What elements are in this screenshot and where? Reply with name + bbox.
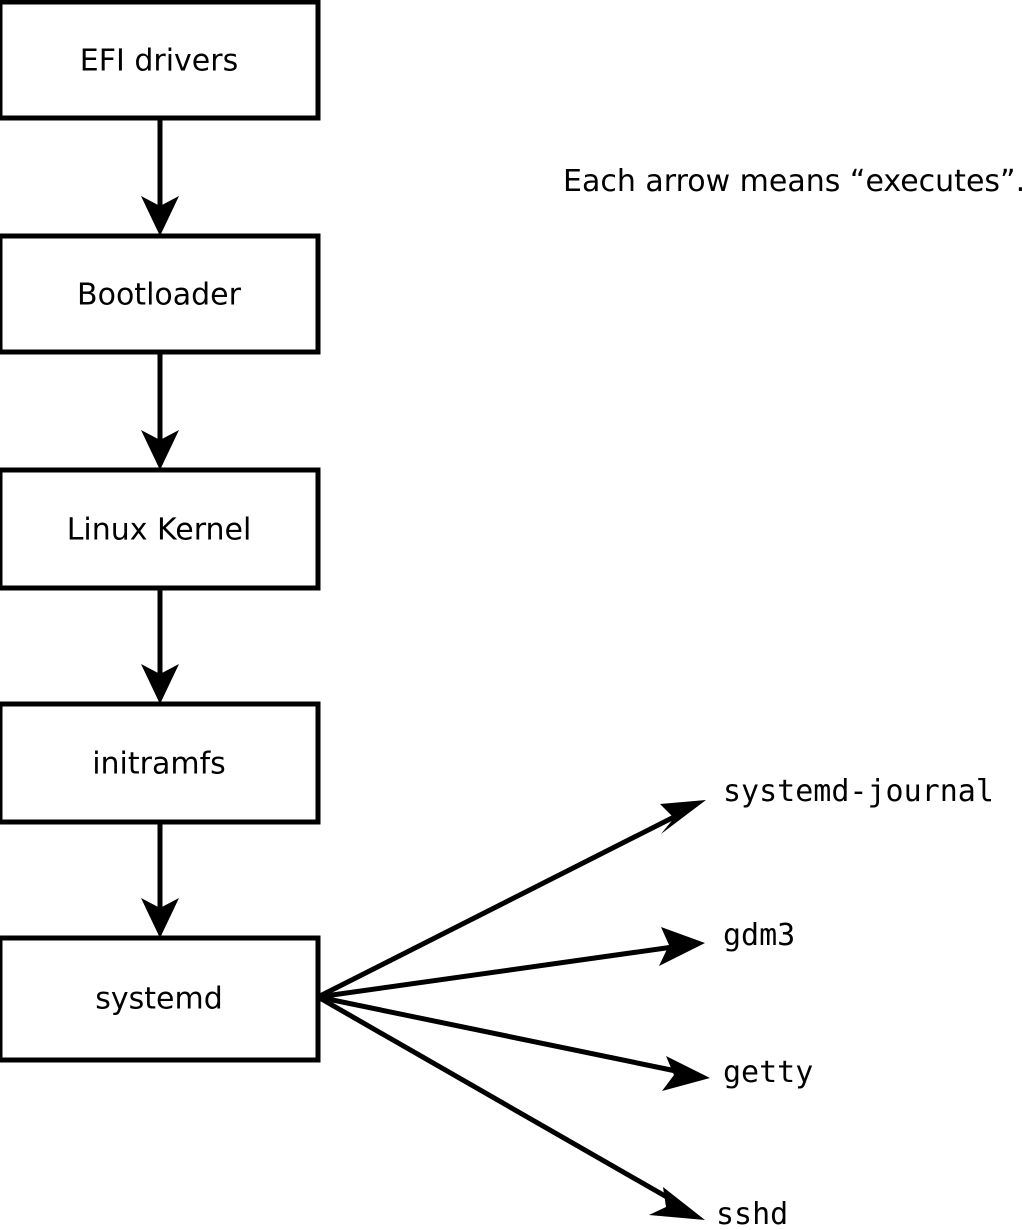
arrow-systemd-to-getty bbox=[317, 994, 710, 1091]
arrow-systemd-to-gdm3 bbox=[317, 927, 705, 1000]
arrow-head-down bbox=[141, 898, 179, 938]
box-outline-systemd bbox=[0, 935, 321, 1063]
stage-box-bootloader[interactable]: Bootloader bbox=[0, 233, 321, 355]
box-outline-initramfs bbox=[0, 701, 321, 825]
stage-box-initramfs[interactable]: initramfs bbox=[0, 701, 321, 825]
service-label-getty: getty bbox=[723, 1055, 813, 1090]
box-label-efi-drivers: EFI drivers bbox=[80, 44, 238, 79]
arrow-initramfs-to-systemd bbox=[141, 822, 179, 938]
stage-box-systemd[interactable]: systemd bbox=[0, 935, 321, 1063]
arrow-head-diagonal bbox=[649, 1187, 705, 1220]
service-label-systemd-journal: systemd-journal bbox=[723, 774, 994, 809]
arrow-bootloader-to-linux-kernel bbox=[141, 352, 179, 470]
box-label-bootloader: Bootloader bbox=[77, 278, 242, 313]
arrow-head-diagonal bbox=[660, 800, 706, 834]
box-outline-efi-drivers bbox=[0, 0, 321, 121]
arrow-shaft bbox=[316, 812, 680, 1000]
arrow-head-down bbox=[141, 430, 179, 470]
arrow-systemd-to-sshd bbox=[316, 994, 705, 1220]
stage-box-linux-kernel[interactable]: Linux Kernel bbox=[0, 467, 321, 591]
arrow-efi-drivers-to-bootloader bbox=[141, 118, 179, 236]
box-outline-linux-kernel bbox=[0, 467, 321, 591]
arrow-systemd-to-systemd-journal bbox=[316, 800, 706, 1000]
legend-note: Each arrow means “executes”. bbox=[563, 164, 1023, 199]
stage-box-efi-drivers[interactable]: EFI drivers bbox=[0, 0, 321, 121]
arrow-head-diagonal bbox=[659, 927, 705, 966]
arrow-head-down bbox=[141, 664, 179, 704]
service-label-gdm3: gdm3 bbox=[723, 918, 795, 953]
box-label-linux-kernel: Linux Kernel bbox=[67, 513, 252, 548]
arrow-shaft bbox=[317, 994, 677, 1074]
box-label-systemd: systemd bbox=[95, 982, 223, 1017]
arrow-head-down bbox=[141, 196, 179, 236]
arrow-head-diagonal bbox=[662, 1056, 710, 1091]
service-label-sshd: sshd bbox=[716, 1197, 788, 1230]
arrow-shaft bbox=[316, 994, 674, 1203]
box-label-initramfs: initramfs bbox=[92, 747, 226, 782]
arrow-linux-kernel-to-initramfs bbox=[141, 588, 179, 704]
box-outline-bootloader bbox=[0, 233, 321, 355]
arrow-shaft bbox=[317, 944, 674, 1000]
